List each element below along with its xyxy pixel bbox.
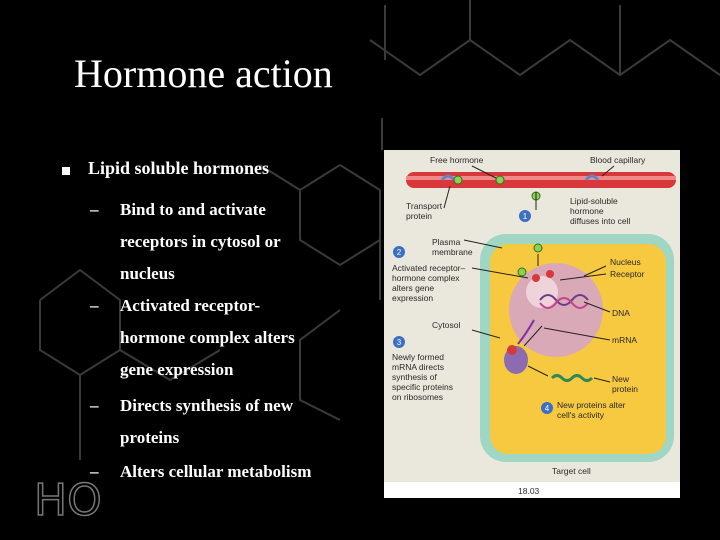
leader-line [471, 329, 501, 339]
dna-icon [539, 294, 589, 306]
square-bullet-icon [62, 167, 70, 175]
leader-line [443, 185, 451, 209]
label-lipid-soluble: diffuses into cell [570, 216, 630, 226]
hormone-icon [533, 243, 543, 253]
subpoint-text: Bind to and activate receptors in cytoso… [120, 200, 281, 283]
new-protein-icon [550, 374, 594, 382]
receptor-icon [532, 274, 540, 282]
label-activated-complex: alters gene [392, 283, 434, 293]
label-free-hormone: Free hormone [430, 155, 484, 165]
label-activated-complex: Activated receptor– [392, 263, 466, 273]
step-badge-4 [541, 402, 553, 414]
label-newly-formed-mrna: Newly formed [392, 352, 444, 362]
arrow [527, 365, 549, 377]
background-letters: HO [34, 475, 102, 526]
leader-line [543, 327, 611, 341]
leader-line [463, 239, 503, 249]
leader-line [583, 301, 611, 313]
leader-line [593, 377, 611, 383]
mrna-icon [517, 319, 535, 345]
leader-line [583, 265, 607, 277]
blood-capillary-highlight [406, 176, 676, 180]
subpoint-text: Directs synthesis of new proteins [120, 396, 293, 447]
step-badge-3 [393, 336, 405, 348]
dash-icon: – [90, 462, 99, 481]
label-lipid-soluble: Lipid-soluble [570, 196, 618, 206]
label-new-protein: protein [612, 384, 638, 394]
transport-protein-icon [440, 174, 456, 181]
leader-line [601, 165, 615, 177]
step-badge-1 [519, 210, 531, 222]
step-number: 1 [523, 212, 528, 221]
label-newly-formed-mrna: mRNA directs [392, 362, 444, 372]
figure-number: 18.03 [518, 486, 540, 496]
step-number: 4 [545, 404, 550, 413]
diagram-footer [384, 482, 680, 498]
receptor-icon [546, 270, 554, 278]
label-lipid-soluble: hormone [570, 206, 604, 216]
label-plasma-membrane: Plasma [432, 237, 461, 247]
hormone-icon [495, 175, 505, 185]
label-plasma-membrane: membrane [432, 247, 473, 257]
step-badge-2 [393, 246, 405, 258]
dash-icon: – [90, 200, 99, 219]
label-newly-formed-mrna: synthesis of [392, 372, 438, 382]
label-activated-complex: hormone complex [392, 273, 460, 283]
hormone-action-diagram: 1 2 3 4 Free hormone Blood capillary Tra… [384, 150, 680, 498]
ribosome-part [507, 345, 517, 355]
subpoint-text: Activated receptor- hormone complex alte… [120, 296, 295, 379]
label-transport-protein: Transport [406, 201, 443, 211]
label-nucleus: Nucleus [610, 257, 641, 267]
label-blood-capillary: Blood capillary [590, 155, 646, 165]
label-receptor: Receptor [610, 269, 645, 279]
step-number: 2 [397, 248, 402, 257]
label-dna: DNA [612, 308, 630, 318]
dna-icon [539, 297, 589, 309]
label-newly-formed-mrna: on ribosomes [392, 392, 443, 402]
label-new-protein: New [612, 374, 630, 384]
leader-line [559, 273, 607, 281]
nucleus-highlight [526, 276, 558, 308]
leader-line [471, 267, 529, 279]
subpoint-text: Alters cellular metabolism [120, 462, 312, 481]
hormone-icon [453, 175, 463, 185]
label-cytosol: Cytosol [432, 320, 460, 330]
label-target-cell: Target cell [552, 466, 591, 476]
arrow [523, 325, 543, 347]
dash-icon: – [90, 296, 99, 315]
dash-icon: – [90, 396, 99, 415]
main-bullet-text: Lipid soluble hormones [88, 158, 270, 178]
slide-title: Hormone action [74, 51, 333, 96]
leader-line [471, 165, 497, 179]
step-number: 3 [397, 338, 402, 347]
label-transport-protein: protein [406, 211, 432, 221]
hormone-icon [517, 267, 527, 277]
label-new-proteins-alter: New proteins alter [557, 400, 626, 410]
label-new-proteins-alter: cell's activity [557, 410, 605, 420]
step-badges: 1 2 3 4 [393, 210, 553, 414]
label-mrna: mRNA [612, 335, 637, 345]
transport-protein-icon [584, 174, 600, 181]
label-activated-complex: expression [392, 293, 433, 303]
label-newly-formed-mrna: specific proteins [392, 382, 453, 392]
